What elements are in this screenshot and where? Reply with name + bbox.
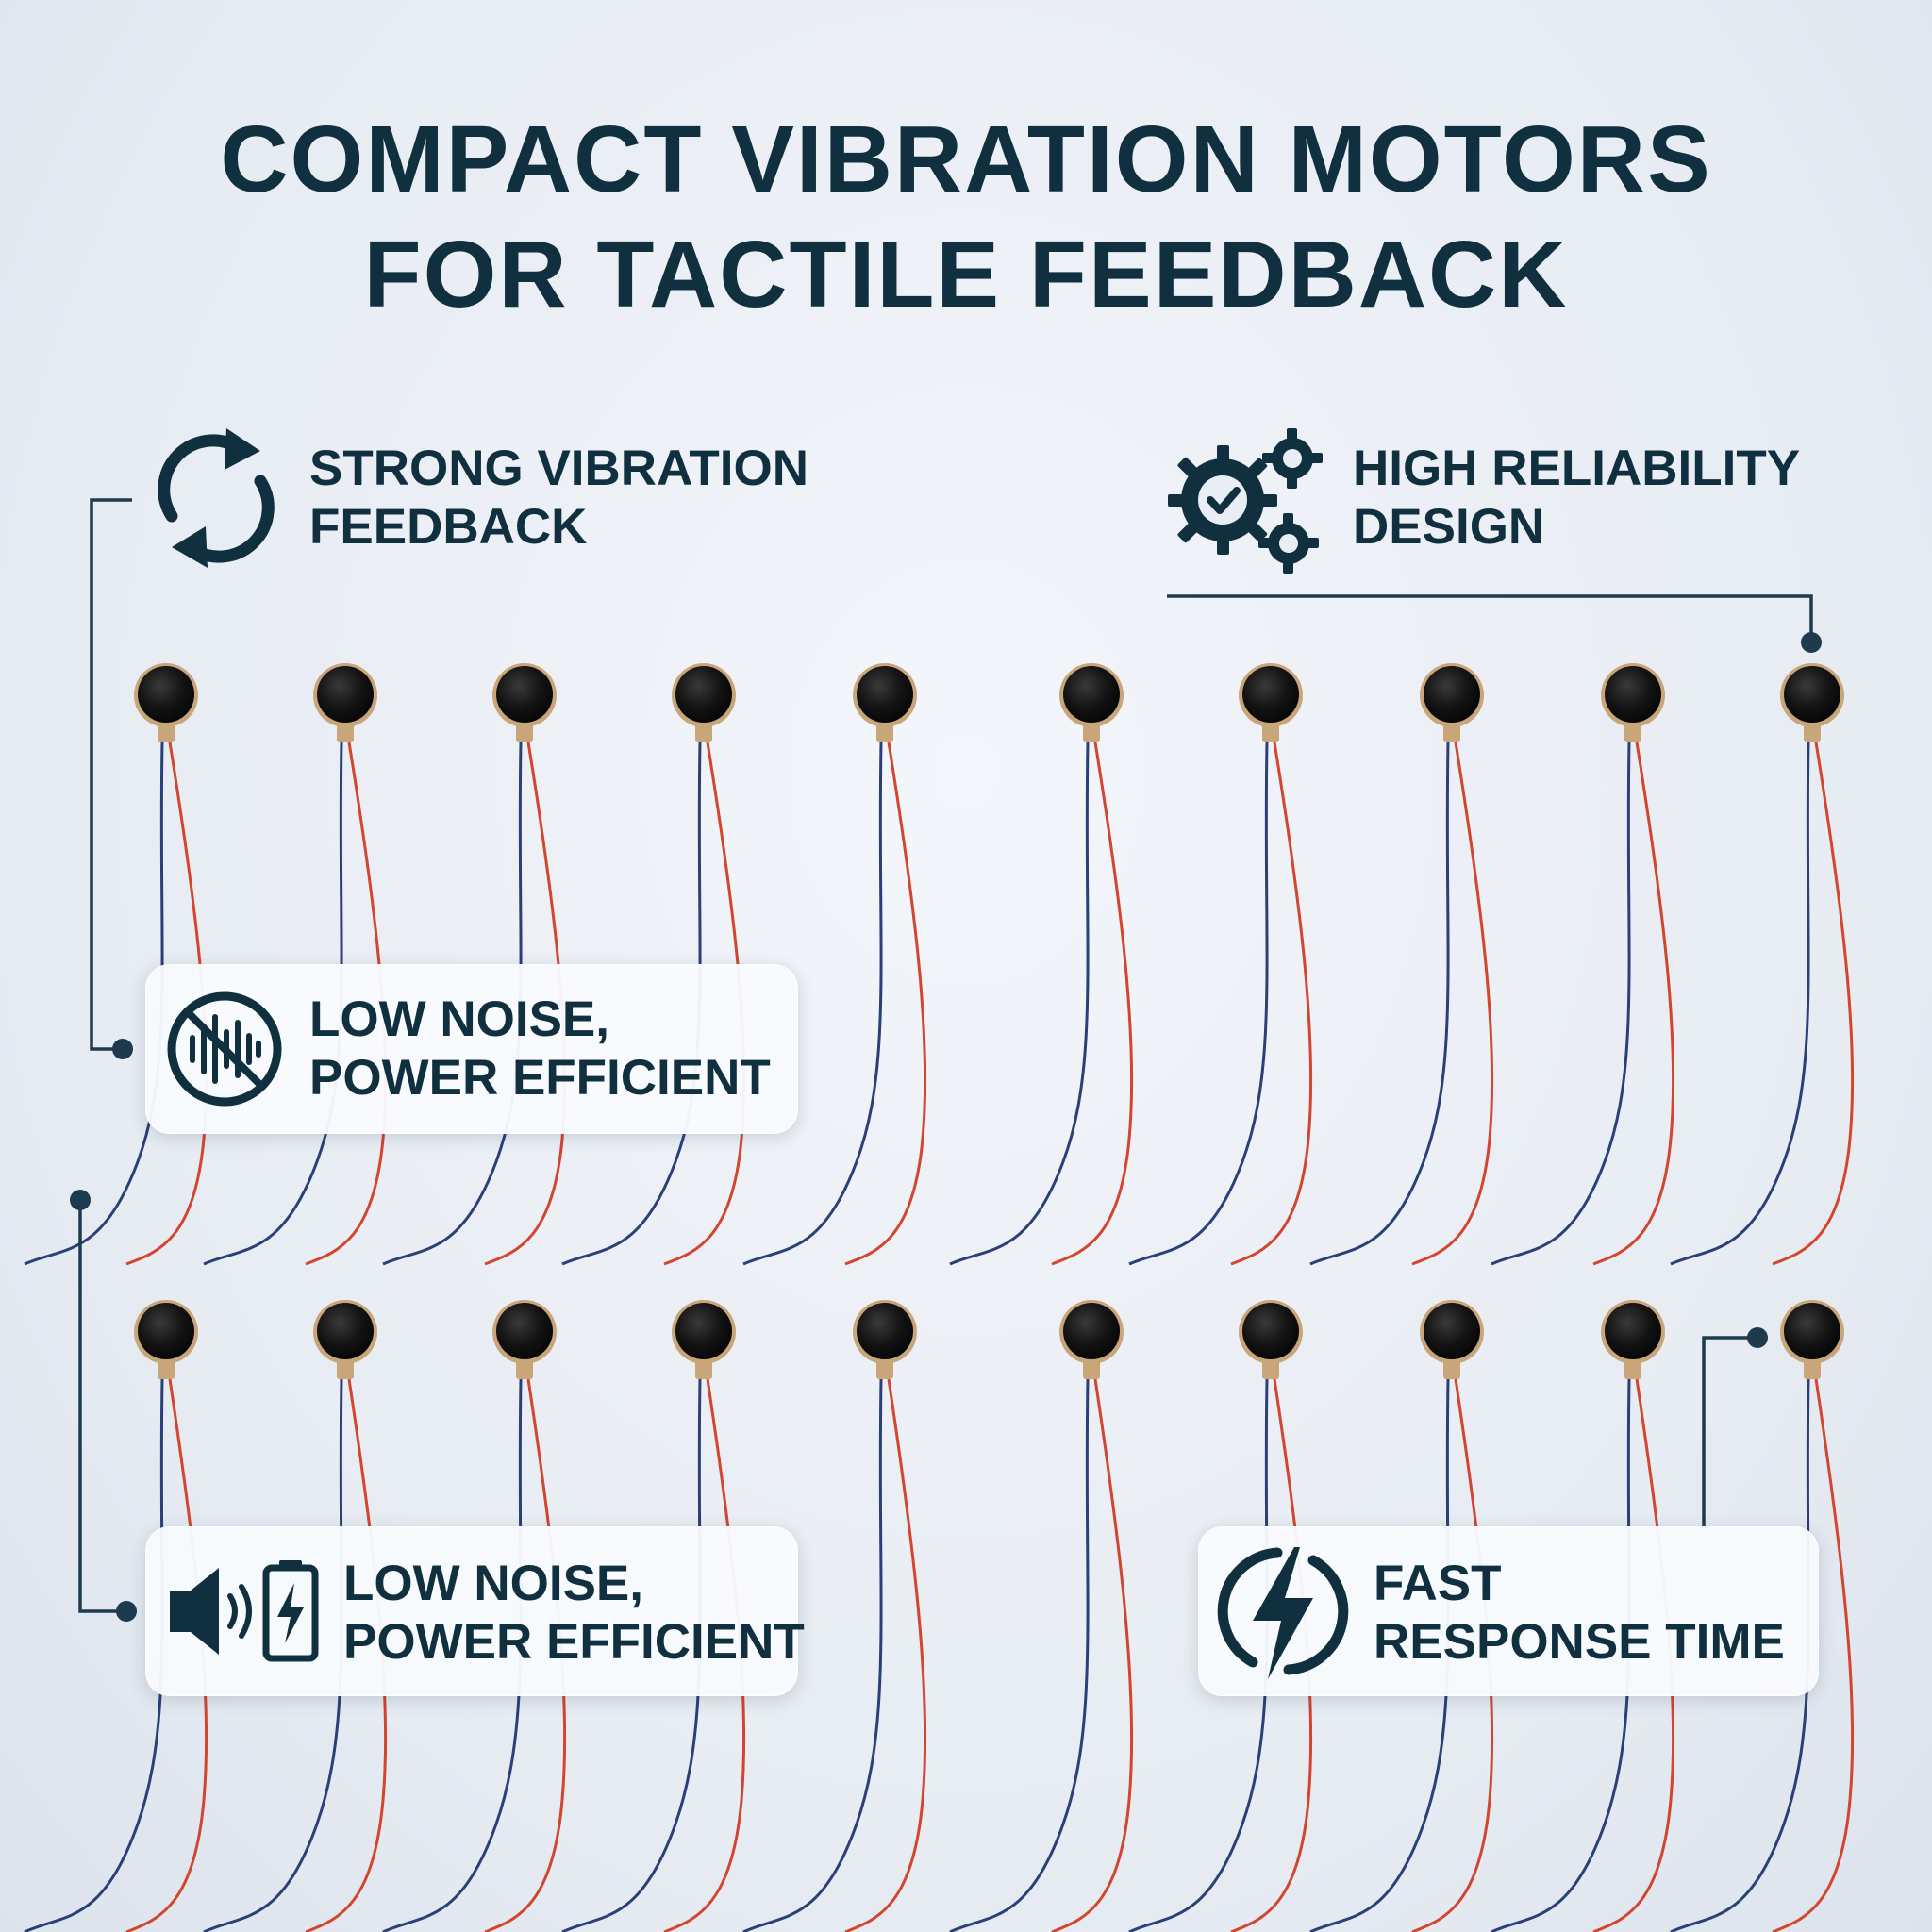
speaker-battery-icon [170, 1560, 319, 1662]
motor-wire-blue [1128, 741, 1269, 1266]
motor-wire-blue [24, 1378, 164, 1932]
motor-wire-red [844, 741, 927, 1266]
feature-strong-vibration: STRONG VIBRATION FEEDBACK [309, 440, 808, 557]
callout-dot [1801, 632, 1822, 653]
page-title: COMPACT VIBRATION MOTORS FOR TACTILE FEE… [0, 102, 1932, 332]
motor-wire-red [1772, 1378, 1855, 1932]
motor-wire-red [1051, 741, 1134, 1266]
motor-wire-blue [1491, 741, 1631, 1266]
feature-low-noise-bottom-line1: LOW NOISE, [343, 1556, 643, 1611]
motor-wire-red [1230, 741, 1313, 1266]
feature-low-noise-top-line2: POWER EFFICIENT [309, 1050, 771, 1106]
feature-fast-response: FAST RESPONSE TIME [1374, 1555, 1785, 1672]
motor-wire-red [125, 1378, 208, 1932]
motor-wire-red [1772, 741, 1855, 1266]
callout-dot [1747, 1327, 1768, 1348]
motor-disc [675, 666, 732, 723]
motor-disc [317, 1303, 374, 1359]
feature-low-noise-bottom-line2: POWER EFFICIENT [343, 1614, 805, 1670]
motor-wire-red [1051, 1378, 1134, 1932]
motor-disc [1784, 666, 1840, 723]
motor-disc [138, 666, 194, 723]
motor-disc [675, 1303, 732, 1359]
motor-wire-blue [1670, 741, 1810, 1266]
refresh-cycle-icon [158, 428, 275, 568]
feature-card-low-noise-bottom [145, 1526, 798, 1696]
motor-wires [24, 741, 1855, 1932]
motor-wire-red [1411, 741, 1494, 1266]
motor-wire-blue [1309, 741, 1450, 1266]
feature-fast-response-line2: RESPONSE TIME [1374, 1614, 1785, 1670]
feature-high-reliability-line2: DESIGN [1353, 499, 1545, 555]
motor-disc [1605, 1303, 1661, 1359]
motor-wire-red [484, 1378, 567, 1932]
motor-disc [496, 666, 553, 723]
callout-line-fast-response [1702, 1336, 1748, 1526]
motor-wire-blue [742, 1378, 883, 1932]
motor-wire-blue [24, 741, 164, 1266]
feature-low-noise-top-line1: LOW NOISE, [309, 991, 609, 1047]
motor-wire-blue [949, 741, 1090, 1266]
motor-disc [857, 1303, 913, 1359]
motor-discs [134, 663, 1844, 1379]
motor-disc [1784, 1303, 1840, 1359]
feature-fast-response-line1: FAST [1374, 1556, 1502, 1611]
lightning-bolt-icon [1217, 1547, 1349, 1679]
motor-disc [138, 1303, 194, 1359]
motor-disc [1424, 666, 1480, 723]
motor-wire-blue [949, 1378, 1090, 1932]
motor-wire-blue [742, 741, 883, 1266]
callout-dot [112, 1039, 133, 1059]
motor-wire-red [305, 1378, 388, 1932]
motor-disc [496, 1303, 553, 1359]
feature-low-noise-bottom: LOW NOISE, POWER EFFICIENT [343, 1555, 805, 1672]
feature-strong-vibration-line2: FEEDBACK [309, 499, 588, 555]
motor-disc [1063, 666, 1120, 723]
motor-wire-red [844, 1378, 927, 1932]
motor-wire-red [1230, 1378, 1313, 1932]
feature-high-reliability-line1: HIGH RELIABILITY [1353, 441, 1801, 496]
title-line-2: FOR TACTILE FEEDBACK [363, 222, 1569, 327]
callout-line-low-noise-bottom [78, 1200, 119, 1613]
callout-dot [116, 1601, 137, 1622]
motor-disc [1605, 666, 1661, 723]
callout-lines [70, 498, 1822, 1622]
feature-high-reliability: HIGH RELIABILITY DESIGN [1353, 440, 1800, 557]
motor-wire-red [1411, 1378, 1494, 1932]
feature-strong-vibration-line1: STRONG VIBRATION [309, 441, 809, 496]
motor-disc [317, 666, 374, 723]
callout-dot [70, 1190, 91, 1210]
motor-wire-red [663, 1378, 746, 1932]
motor-wire-red [1592, 741, 1675, 1266]
callout-line-high-reliability [1167, 594, 1813, 634]
feature-card-low-noise-top [145, 964, 798, 1134]
motor-disc [857, 666, 913, 723]
callout-line-strong-vibration [90, 498, 132, 1051]
motor-disc [1242, 1303, 1299, 1359]
muted-sound-wave-icon [167, 991, 282, 1107]
motor-disc [1063, 1303, 1120, 1359]
feature-low-noise-top: LOW NOISE, POWER EFFICIENT [309, 991, 771, 1108]
gears-check-icon [1168, 428, 1323, 574]
title-line-1: COMPACT VIBRATION MOTORS [220, 107, 1712, 212]
motor-disc [1242, 666, 1299, 723]
motor-disc [1424, 1303, 1480, 1359]
motor-wire-red [1592, 1378, 1675, 1932]
